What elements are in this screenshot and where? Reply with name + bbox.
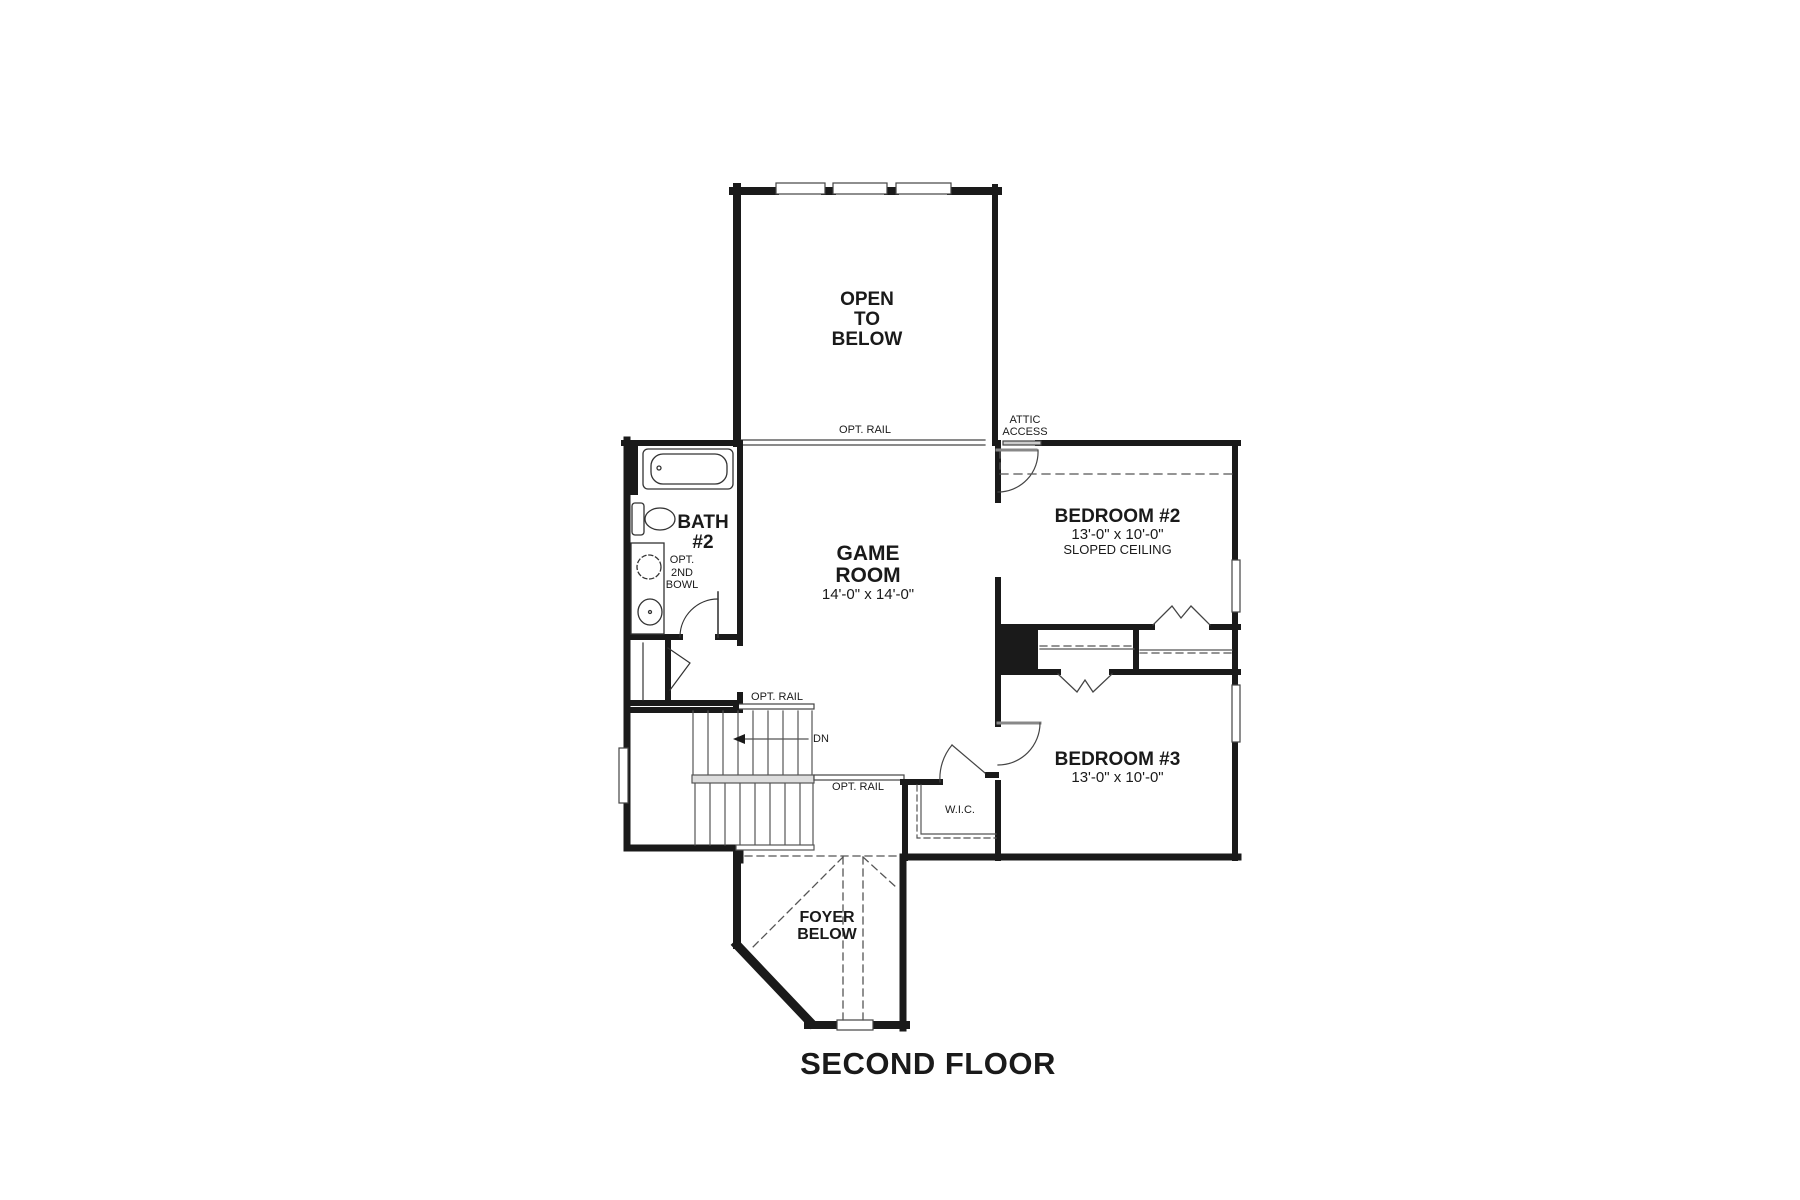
bedroom3-dimensions: 13'-0" x 10'-0": [1071, 768, 1164, 786]
bedroom2-name: BEDROOM #2: [1054, 506, 1181, 527]
bath-door: [679, 591, 719, 638]
bedroom3-name: BEDROOM #3: [1054, 749, 1181, 770]
toilet-icon: [631, 502, 676, 536]
bath2-label: BATH #2: [672, 513, 734, 553]
stair-dn-label: DN: [813, 733, 829, 745]
bedroom3-label: BEDROOM #3 13'-0" x 10'-0": [1030, 750, 1205, 786]
foyer-walls: [730, 851, 910, 1032]
wic-shelf: [916, 784, 997, 839]
open-to-below-walls: [729, 183, 1002, 447]
bedroom2-label: BEDROOM #2 13'-0" x 10'-0" SLOPED CEILIN…: [1030, 507, 1205, 556]
foyer-line1: FOYER: [799, 909, 855, 926]
opt-rail-stair-bottom-label: OPT. RAIL: [832, 781, 884, 793]
closet-bifold-doors: [1057, 605, 1211, 694]
opt-bowl-line1: OPT.: [669, 554, 695, 566]
wic-door: [939, 744, 986, 783]
opt-bowl-line2: 2ND: [670, 566, 693, 579]
bedroom-windows: [1231, 559, 1241, 743]
attic-access-label: ATTIC ACCESS: [995, 414, 1055, 438]
foyer-window: [836, 1019, 874, 1031]
bedroom2-note: SLOPED CEILING: [1063, 541, 1172, 557]
vanity-icon: [630, 542, 665, 635]
closet-shelves: [1039, 645, 1233, 654]
foyer-below-label: FOYER BELOW: [787, 909, 867, 944]
opt-bowl-line3: BOWL: [665, 579, 699, 592]
linen-closet-door: [642, 642, 691, 701]
wic-walls: [899, 772, 1002, 861]
foyer-line2: BELOW: [797, 925, 857, 943]
bath-walls: [621, 436, 743, 852]
bedroom2-dimensions: 13'-0" x 10'-0": [1071, 525, 1164, 543]
wic-label: W.I.C.: [945, 804, 975, 816]
game-room-line1: GAME: [836, 542, 900, 565]
game-room-label: GAME ROOM 14'-0" x 14'-0": [808, 542, 928, 604]
bath2-line1: BATH: [677, 512, 729, 533]
top-windows: [775, 182, 952, 195]
opt-rail-top: [740, 439, 986, 446]
open-to-below-label: OPEN TO BELOW: [815, 290, 919, 350]
opt-2nd-bowl-label: OPT. 2ND BOWL: [664, 554, 700, 592]
bathtub-icon: [642, 448, 734, 490]
bedroom-walls: [994, 440, 1242, 861]
game-room-dimensions: 14'-0" x 14'-0": [821, 586, 915, 604]
opt-rail-stair: [735, 703, 905, 781]
open-to-below-line1: OPEN: [840, 289, 894, 310]
left-window: [618, 747, 629, 804]
bedroom3-door: [996, 721, 1042, 766]
attic-access: [995, 440, 1042, 493]
game-room-line2: ROOM: [835, 564, 901, 588]
staircase: [691, 710, 815, 851]
attic-line1: ATTIC: [1009, 414, 1041, 426]
opt-rail-top-label: OPT. RAIL: [839, 424, 891, 436]
open-to-below-line3: BELOW: [831, 328, 903, 350]
bath2-line2: #2: [692, 531, 714, 553]
attic-line2: ACCESS: [1002, 425, 1048, 438]
foyer-dashed-lines: [744, 855, 901, 1021]
stair-down-arrow-icon: [733, 734, 745, 744]
open-to-below-line2: TO: [853, 308, 881, 330]
opt-rail-stair-top-label: OPT. RAIL: [751, 691, 803, 703]
floor-title: SECOND FLOOR: [800, 1046, 1056, 1081]
